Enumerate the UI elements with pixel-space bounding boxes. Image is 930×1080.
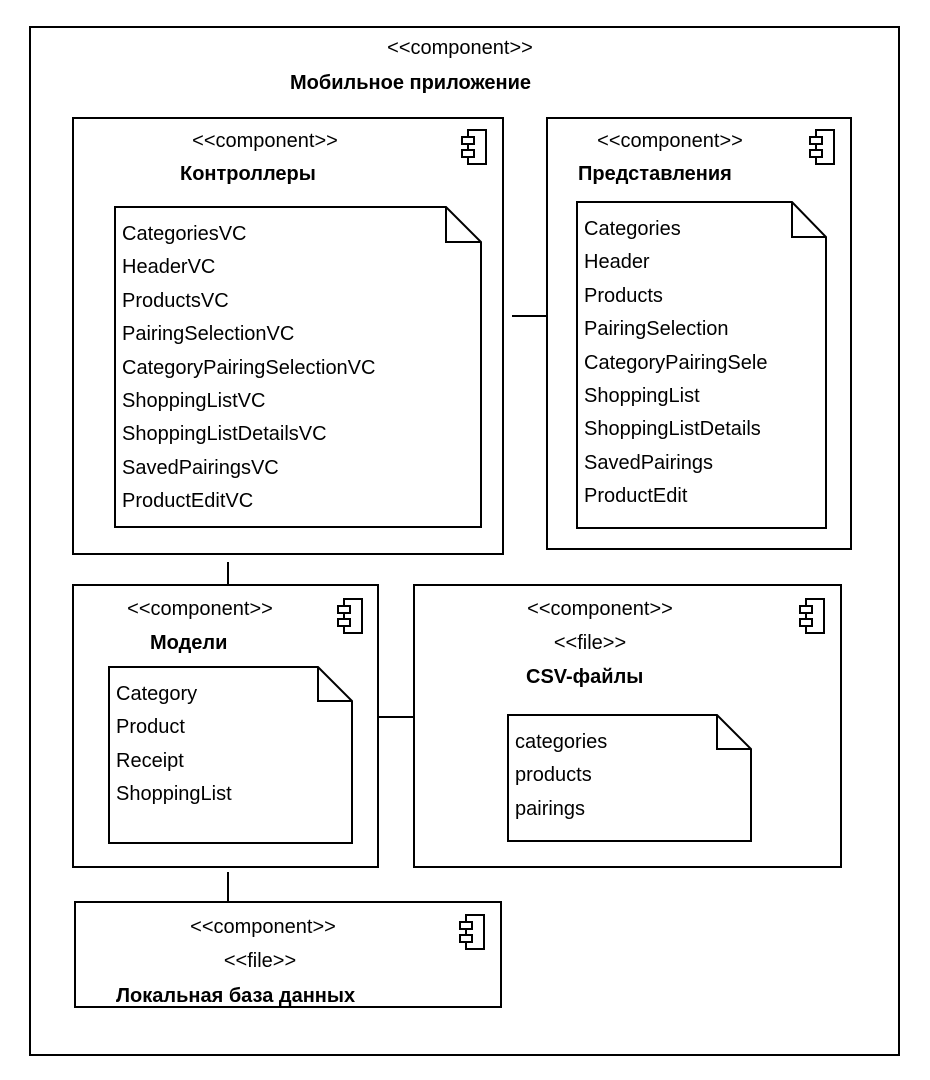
connector-controllers-views xyxy=(512,315,548,317)
note-icon xyxy=(108,666,353,844)
list-item: products xyxy=(515,764,592,787)
list-item: PairingSelection xyxy=(584,318,729,341)
models-note: Category Product Receipt ShoppingList xyxy=(108,666,353,844)
list-item: ProductEditVC xyxy=(122,490,254,513)
list-item: SavedPairings xyxy=(584,451,713,474)
list-item: CategoryPairingSele xyxy=(584,351,768,374)
component-icon xyxy=(337,598,363,634)
list-item: Products xyxy=(584,284,663,307)
list-item: ProductsVC xyxy=(122,289,229,312)
list-item: PairingSelectionVC xyxy=(122,323,295,346)
connector-models-localdb xyxy=(227,872,229,902)
localdb-component xyxy=(74,901,502,1008)
controllers-stereotype: <<component>> xyxy=(192,130,338,152)
list-item: ShoppingListDetailsVC xyxy=(122,423,327,446)
list-item: Product xyxy=(116,716,185,739)
models-item-list: Category Product Receipt ShoppingList xyxy=(116,678,316,812)
csv-stereotype: <<component>> xyxy=(527,598,673,620)
outer-stereotype: <<component>> xyxy=(387,37,533,59)
component-icon xyxy=(809,129,835,165)
note-icon xyxy=(114,206,482,528)
list-item: Receipt xyxy=(116,749,184,772)
list-item: pairings xyxy=(515,797,586,820)
list-item: ShoppingListVC xyxy=(122,390,266,413)
list-item: CategoryPairingSelectionVC xyxy=(122,356,376,379)
list-item: ShoppingList xyxy=(584,385,700,408)
views-item-list: Categories Header Products PairingSelect… xyxy=(584,213,794,514)
views-stereotype: <<component>> xyxy=(597,130,743,152)
outer-title: Мобильное приложение xyxy=(290,72,532,94)
csv-item-list: categories products pairings xyxy=(515,726,715,826)
list-item: ProductEdit xyxy=(584,485,688,508)
list-item: SavedPairingsVC xyxy=(122,456,279,479)
localdb-title: Локальная база данных xyxy=(116,985,356,1007)
csv-title: CSV-файлы xyxy=(526,666,644,688)
component-icon xyxy=(459,914,485,950)
note-icon xyxy=(507,714,752,842)
component-icon xyxy=(461,129,487,165)
localdb-stereotype-file: <<file>> xyxy=(223,950,297,972)
component-icon xyxy=(799,598,825,634)
csv-note: categories products pairings xyxy=(507,714,752,842)
list-item: CategoriesVC xyxy=(122,223,247,245)
list-item: ShoppingListDetails xyxy=(584,418,761,441)
csv-stereotype-file: <<file>> xyxy=(553,632,627,654)
models-title: Модели xyxy=(150,632,228,654)
list-item: Category xyxy=(116,683,198,705)
list-item: HeaderVC xyxy=(122,256,216,279)
controllers-title: Контроллеры xyxy=(180,163,316,185)
controllers-note: CategoriesVC HeaderVC ProductsVC Pairing… xyxy=(114,206,482,528)
connector-controllers-models xyxy=(227,562,229,586)
note-icon xyxy=(576,201,827,529)
list-item: Categories xyxy=(584,218,681,240)
connector-models-csv xyxy=(377,716,414,718)
controllers-item-list: CategoriesVC HeaderVC ProductsVC Pairing… xyxy=(122,218,472,519)
list-item: Header xyxy=(584,251,650,274)
views-note: Categories Header Products PairingSelect… xyxy=(576,201,827,529)
views-title: Представления xyxy=(578,163,732,185)
list-item: categories xyxy=(515,731,608,753)
models-stereotype: <<component>> xyxy=(127,598,273,620)
list-item: ShoppingList xyxy=(116,783,232,806)
localdb-stereotype: <<component>> xyxy=(190,916,336,938)
